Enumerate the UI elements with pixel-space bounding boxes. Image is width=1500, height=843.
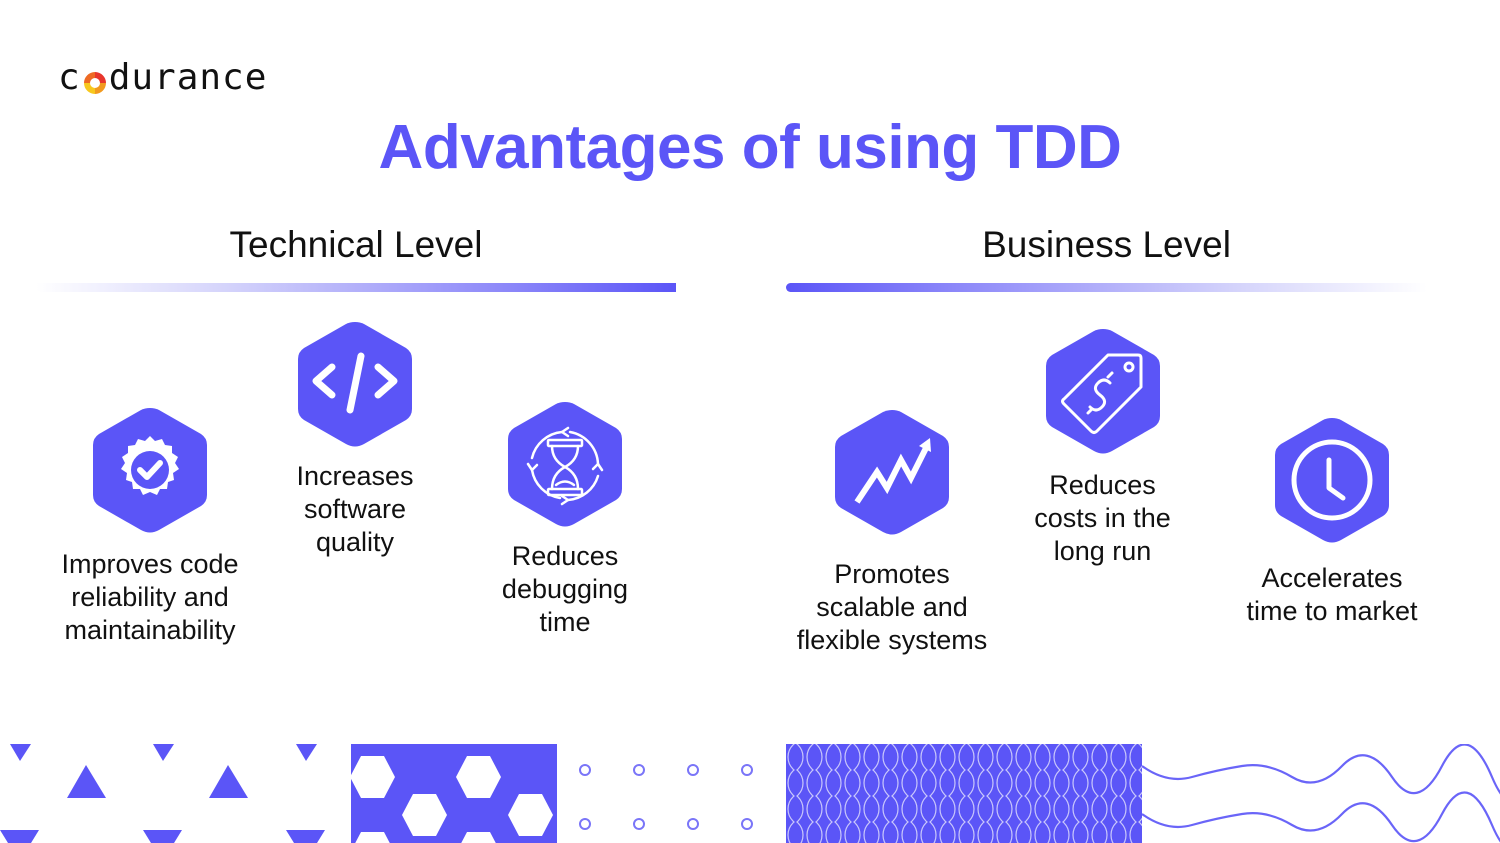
advantage-item-debugging: Reduces debugging time [465, 398, 665, 639]
logo-text-prefix: c [58, 56, 81, 98]
logo-swirl-icon [82, 64, 108, 94]
price-tag-dollar-icon [1042, 325, 1164, 457]
advantage-label: Increases software quality [296, 461, 414, 557]
advantage-label: Reduces debugging time [501, 541, 629, 637]
wave-lines-decoration [1142, 744, 1500, 843]
advantage-item-reliability: Improves code reliability and maintainab… [40, 404, 260, 647]
circle-dots-decoration [579, 764, 753, 830]
logo-text-suffix: durance [108, 56, 268, 98]
advantage-item-time-to-market: Accelerates time to market [1222, 414, 1442, 628]
hexagon-pattern-decoration [351, 744, 557, 843]
section-divider-technical [36, 283, 676, 292]
code-brackets-icon [294, 318, 416, 450]
hourglass-cycle-icon [504, 398, 626, 530]
advantage-label: Improves code reliability and maintainab… [61, 549, 239, 645]
advantage-item-scalability: Promotes scalable and flexible systems [777, 406, 1007, 657]
advantage-label: Accelerates time to market [1246, 563, 1418, 626]
codurance-logo: c durance [58, 56, 267, 98]
section-divider-business [786, 283, 1427, 292]
trending-up-chart-icon [831, 406, 953, 538]
interlocking-circles-decoration [786, 744, 1142, 843]
advantage-label: Reduces costs in the long run [1034, 470, 1171, 566]
page-title: Advantages of using TDD [378, 113, 1122, 182]
advantage-label: Promotes scalable and flexible systems [796, 559, 988, 655]
section-title-business: Business Level [982, 224, 1231, 265]
triangle-pattern-decoration [0, 744, 325, 843]
verified-badge-check-icon [89, 404, 211, 536]
advantage-item-quality: Increases software quality [255, 318, 455, 559]
clock-icon [1271, 414, 1393, 546]
section-title-technical: Technical Level [229, 224, 483, 265]
advantage-item-costs: Reduces costs in the long run [1000, 325, 1205, 568]
